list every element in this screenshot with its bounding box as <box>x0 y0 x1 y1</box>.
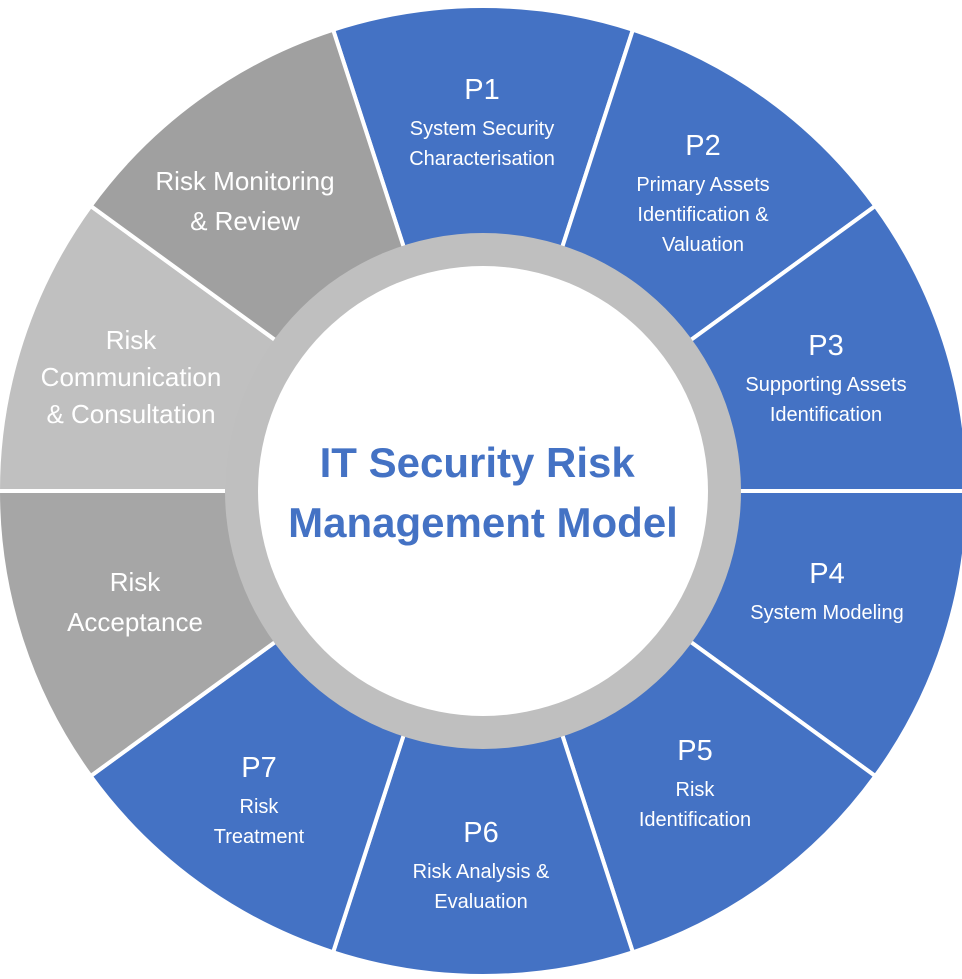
segment-line-risk-monitoring-1: Risk Monitoring <box>155 166 334 196</box>
center-title: IT Security Risk Management Model <box>288 439 678 546</box>
segment-line-p5-1: Risk <box>676 779 716 801</box>
segment-line-p3-2: Identification <box>770 404 882 426</box>
center-title-line-2: Management Model <box>288 499 678 546</box>
segment-title-p5: P5 <box>677 735 712 767</box>
segment-line-risk-communication-2: Communication <box>41 362 222 392</box>
segment-line-p2-1: Primary Assets <box>636 174 769 196</box>
segment-line-p6-1: Risk Analysis & <box>413 861 550 883</box>
segment-line-p5-2: Identification <box>639 809 751 831</box>
segment-line-risk-communication-1: Risk <box>106 325 158 355</box>
center-disc <box>258 266 708 716</box>
segment-line-p7-1: Risk <box>240 796 280 818</box>
segment-line-p1-1: System Security <box>410 118 554 140</box>
segment-title-p1: P1 <box>464 74 499 106</box>
segment-line-risk-acceptance-1: Risk <box>110 567 162 597</box>
segment-line-p1-2: Characterisation <box>409 148 555 170</box>
segment-label-risk-monitoring: Risk Monitoring & Review <box>155 166 334 236</box>
segment-title-p2: P2 <box>685 130 720 162</box>
center-title-line-1: IT Security Risk <box>320 439 636 486</box>
segment-title-p7: P7 <box>241 752 276 784</box>
segment-title-p6: P6 <box>463 817 498 849</box>
segment-line-p7-2: Treatment <box>214 826 305 848</box>
segment-title-p3: P3 <box>808 330 843 362</box>
segment-line-p4-1: System Modeling <box>750 602 903 624</box>
segment-line-risk-acceptance-2: Acceptance <box>67 607 203 637</box>
segment-line-p3-1: Supporting Assets <box>745 374 906 396</box>
segment-line-p2-2: Identification & <box>637 204 769 226</box>
segment-title-p4: P4 <box>809 558 844 590</box>
segment-line-risk-communication-3: & Consultation <box>46 399 215 429</box>
segment-line-p6-2: Evaluation <box>434 891 527 913</box>
segment-line-p2-3: Valuation <box>662 234 744 256</box>
segment-line-risk-monitoring-2: & Review <box>190 206 300 236</box>
